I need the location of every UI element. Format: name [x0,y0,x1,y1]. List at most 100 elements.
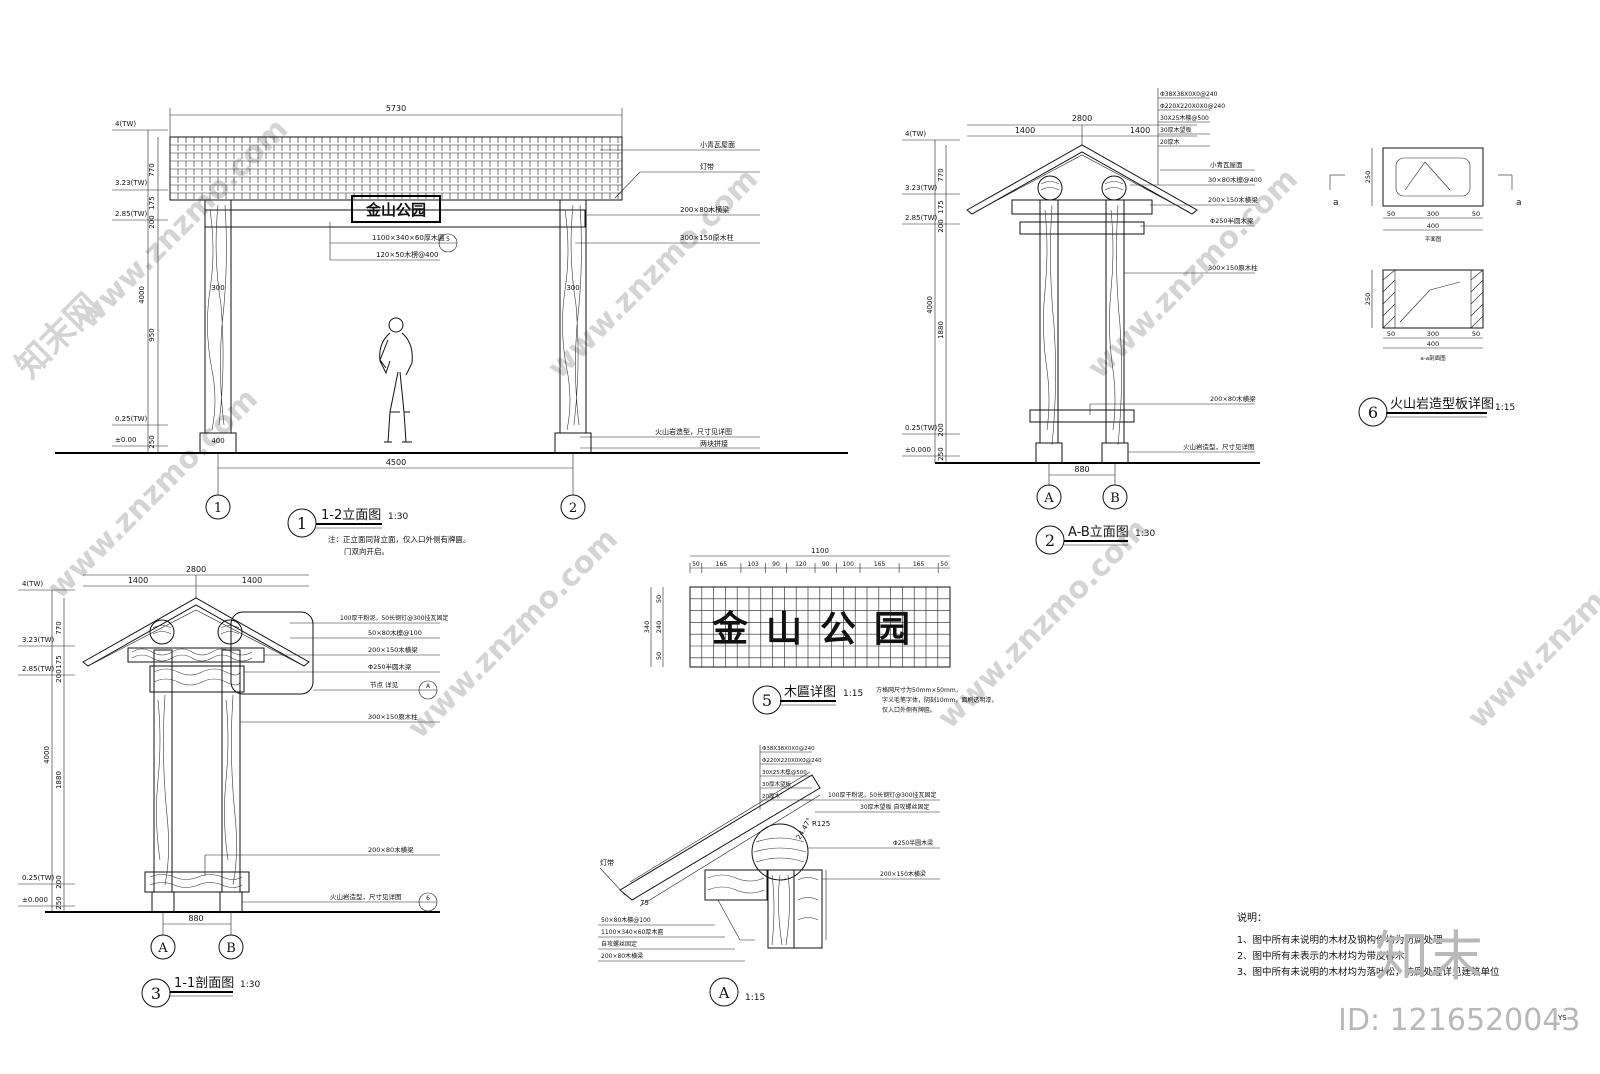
dim-top: 2800 [186,565,206,574]
vdim: 175 [55,655,63,668]
label-layer: Φ220X220X0X0@240 [762,758,822,764]
dim-base: 400 [211,437,224,445]
watermark-text: www.znzmo.com [1461,512,1600,736]
label-layer: 30X25木檩@500 [762,768,807,776]
dim: 50 [1472,330,1480,338]
note-item: 3、图中所有未说明的木材均为落叶松，防腐处理详见建筑单位 [1237,966,1500,978]
vdim: 1880 [55,771,63,789]
label-layer: Φ38X38X0X0@240 [762,746,815,752]
drawing-title: 1-1剖面图 [174,976,234,991]
label-light: 灯带 [600,858,614,867]
watermark-text: www.znzmo.com [401,522,625,746]
level-mark: 4(TW) [905,130,926,138]
drawing-note: 注：正立面同背立面，仅入口外侧有牌匾。 [328,534,471,544]
dim: 300 [1427,330,1439,338]
dim-bottom: 4500 [386,458,406,467]
level-mark: 2.85(TW) [905,214,938,222]
drawing-scale: 1:30 [1135,529,1155,539]
drawing-title: A-B立面图 [1068,525,1129,540]
level-mark: 0.25(TW) [905,424,938,432]
dim: 250 [1364,171,1372,183]
watermark-text: www.znzmo.com [541,162,765,386]
vdim: 175 [148,196,156,209]
axis-a: A [1043,491,1054,506]
watermark-layer: 知末网 www.znzmo.com www.znzmo.com www.znzm… [8,112,1600,746]
label-sign: 1100×340×60厚木匾 [372,233,445,242]
label-node: 节点 详见 [370,680,399,689]
label-layer: 30厚木望板 [762,780,791,788]
dim-v: 50 [655,652,663,660]
image-id-suffix: YS [1557,1014,1567,1022]
dim-col-left: 300 [211,284,224,292]
label-layer: 30X25木檩@500 [1160,114,1209,122]
vdim: 770 [937,168,945,181]
label-log-beam: Φ250半圆木梁 [893,839,933,847]
dim-col-right: 300 [566,284,579,292]
drawing-number: 1 [297,514,307,533]
vdim: 950 [148,328,156,341]
dim: 400 [1427,340,1439,348]
general-notes: 说明： 1、图中所有未说明的木材及钢构件均为防腐处理 2、图中所有未表示的木材均… [1237,911,1500,978]
dim-radius: R125 [812,820,830,828]
vdim: 770 [148,163,156,176]
level-mark: 0.25(TW) [115,415,148,423]
drawing-scale: 1:30 [240,980,260,990]
axis-b: B [226,941,236,956]
dim-segment: 120 [795,561,807,568]
drawing-note: 仅入口外侧有牌匾。 [882,706,936,714]
dim-top: 2800 [1072,114,1092,123]
sign-board-text: 金山公园 [365,201,426,219]
label-beam: 200×150木横梁 [880,870,926,878]
drawing-note: 方格网尺寸为50mm×50mm， [876,686,962,694]
detail-a-node: Φ38X38X0X0@240 Φ220X220X0X0@240 30X25木檩@… [598,745,940,1007]
level-mark: 2.85(TW) [115,210,148,218]
dim-half: 1400 [1130,126,1150,135]
level-mark: 4(TW) [115,120,136,128]
note-item: 2、图中所有未表示的木材均为带皮柳木 [1237,950,1405,962]
callout-6: 6 [426,895,430,902]
dim-segment: 90 [772,561,780,568]
vdim: 200 [55,669,63,682]
dim-segment: 103 [747,561,759,568]
dim-half: 1400 [242,576,262,585]
label-layer: 20厚木 [762,792,780,800]
dim: 400 [1427,222,1439,230]
label-stone: 火山岩造型，尺寸见详图 [1183,442,1255,451]
label-low-beam: 200×80木横梁 [601,952,643,960]
sign-large-text: 金山公园 [711,608,928,650]
drawing-title: 火山岩造型板详图 [1390,397,1494,412]
dim: 250 [1364,293,1372,305]
drawing-scale: 1:15 [843,689,863,699]
dim: 50 [1472,210,1480,218]
level-mark: 3.23(TW) [905,184,938,192]
dim-segment: 90 [822,561,830,568]
label-purlin: 50×80木檩@100 [368,628,422,637]
vdim: 250 [937,447,945,460]
drawing-number: 3 [151,984,161,1003]
dim-total: 1100 [811,547,829,555]
level-mark: 0.25(TW) [22,874,55,882]
vdim: 4000 [138,286,146,304]
label-beam: 200×150木横梁 [1208,195,1258,204]
drawing-number: 5 [762,691,772,710]
label-beam: 200×80木横梁 [680,205,729,214]
vdim: 200 [148,215,156,228]
label-batten: 120×50木楞@400 [376,250,439,259]
drawing-scale: 1:30 [388,512,408,522]
dim-segment: 165 [913,561,925,568]
detail-6-stone: a a 250 50 300 50 400 平面图 250 50 300 50 … [1329,147,1522,427]
vdim: 250 [148,435,156,448]
drawing-title: 1-2立面图 [321,508,381,523]
vdim: 4000 [926,296,934,314]
brand-watermark: 知末 ID: 1216520043 YS [1338,925,1580,1038]
level-mark: ±0.000 [22,896,48,904]
plan-label: 平面图 [1425,235,1442,243]
label-beam: 200×150木横梁 [368,645,418,654]
vdim: 175 [937,200,945,213]
label-purlin: 30×80木檩@400 [1208,175,1262,184]
dim: 300 [1427,210,1439,218]
dim-segment: 165 [716,561,728,568]
dim-bottom: 880 [1074,465,1089,474]
vdim: 200 [937,219,945,232]
label-layer: Φ38X38X0X0@240 [1160,91,1218,98]
